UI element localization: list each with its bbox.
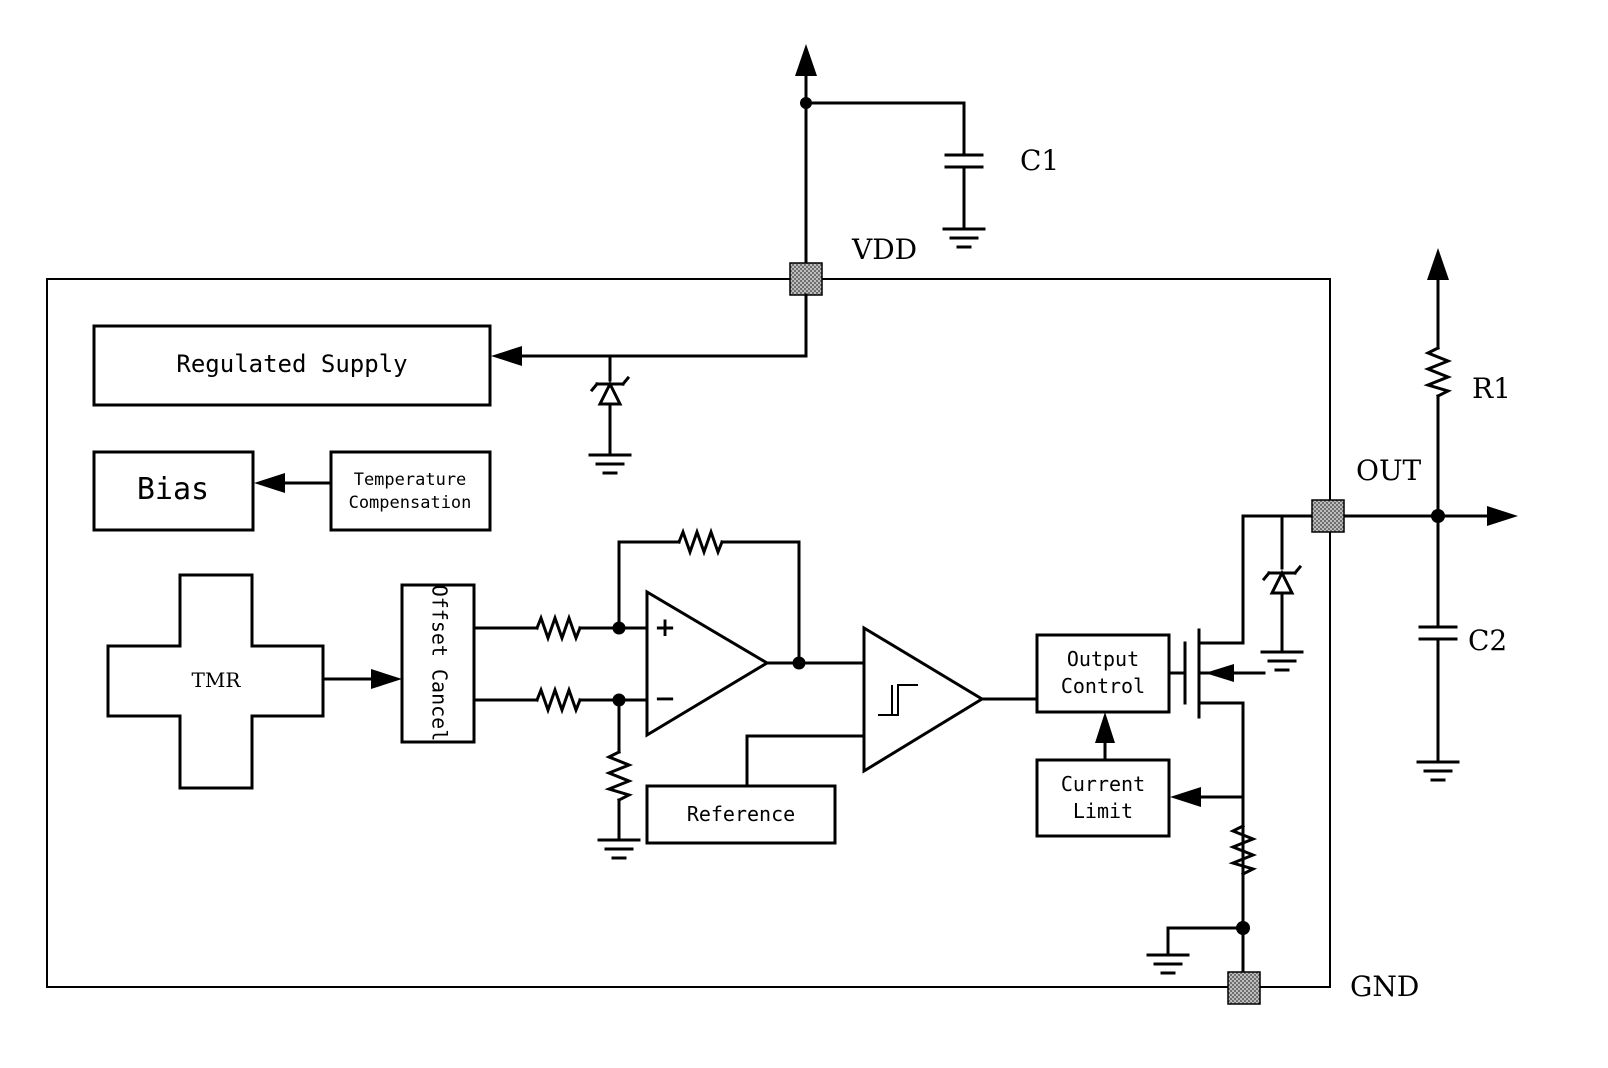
zener-diode-vdd	[589, 375, 631, 457]
zener-diode-out	[1261, 564, 1303, 654]
ground-icon	[942, 227, 986, 249]
capacitor-c2	[1418, 514, 1458, 763]
tmr-output-arrow	[371, 669, 402, 689]
current-limit-arrow	[1095, 712, 1115, 743]
vdd-supply-net	[795, 44, 966, 267]
output-control-block	[1035, 633, 1171, 714]
output-mosfet	[1183, 514, 1266, 930]
hysteresis-icon	[878, 684, 918, 716]
offset-cancel-block	[400, 583, 476, 744]
vdd-internal-net	[491, 293, 808, 382]
regulated-supply-label: Regulated Supply	[176, 350, 407, 378]
out-pin-pad	[1311, 499, 1345, 533]
ground-icon	[1146, 953, 1190, 975]
bias-label: Bias	[137, 472, 209, 507]
reference-label: Reference	[687, 802, 795, 826]
capacitor-c1	[944, 153, 984, 230]
output-control-label-1: Output	[1067, 647, 1139, 671]
bias-arrow	[254, 473, 285, 493]
opamp-plus-sign: +	[654, 613, 676, 643]
pullup-supply-arrow	[1427, 248, 1449, 280]
supply-arrow	[491, 346, 522, 366]
temperature-compensation-block	[329, 450, 492, 532]
gnd-pin-pad	[1227, 971, 1261, 1005]
r1-label: R1	[1472, 372, 1511, 405]
sense-net	[1170, 787, 1245, 807]
out-net	[1241, 506, 1518, 570]
opamp-output-dot	[792, 656, 806, 670]
offset-cancel-label: Offset Cancel	[428, 585, 452, 742]
vdd-pin-pad	[789, 262, 823, 296]
reference-block	[645, 784, 837, 845]
feedback-resistor	[617, 527, 801, 665]
ground-icon	[1416, 760, 1460, 782]
sense-resistor	[1228, 823, 1258, 877]
schmitt-comparator-symbol	[862, 625, 985, 774]
temperature-compensation-label-1: Temperature	[354, 470, 467, 490]
vdd-junction-dot	[800, 97, 812, 109]
c2-label: C2	[1468, 624, 1507, 657]
opamp-minus-sign: −	[654, 684, 676, 714]
ground-icon	[588, 453, 632, 475]
tmr-sensor-block	[106, 573, 325, 790]
ground-icon	[1260, 650, 1304, 672]
tmr-label: TMR	[192, 668, 242, 692]
ground-resistor	[604, 698, 634, 841]
temperature-compensation-label-2: Compensation	[349, 493, 472, 513]
out-pin-label: OUT	[1356, 454, 1422, 487]
sense-arrow	[1170, 787, 1201, 807]
current-limit-block	[1035, 758, 1171, 838]
out-signal-arrow	[1487, 506, 1518, 526]
opamp-symbol	[645, 589, 770, 738]
mosfet-body-arrow	[1205, 664, 1234, 682]
gnd-pin-label: GND	[1350, 970, 1419, 1003]
c1-label: C1	[1020, 144, 1059, 177]
bias-block	[92, 450, 255, 532]
output-control-label-2: Control	[1061, 674, 1145, 698]
ground-icon	[597, 838, 641, 860]
current-limit-label-1: Current	[1061, 772, 1145, 796]
current-limit-label-2: Limit	[1073, 799, 1133, 823]
chip-outline	[46, 278, 1331, 988]
vdd-supply-arrow	[795, 44, 817, 76]
regulated-supply-block	[92, 324, 492, 407]
vdd-pin-label: VDD	[851, 233, 917, 266]
resistor-r1	[1423, 345, 1453, 518]
pullup-supply	[1427, 248, 1449, 350]
